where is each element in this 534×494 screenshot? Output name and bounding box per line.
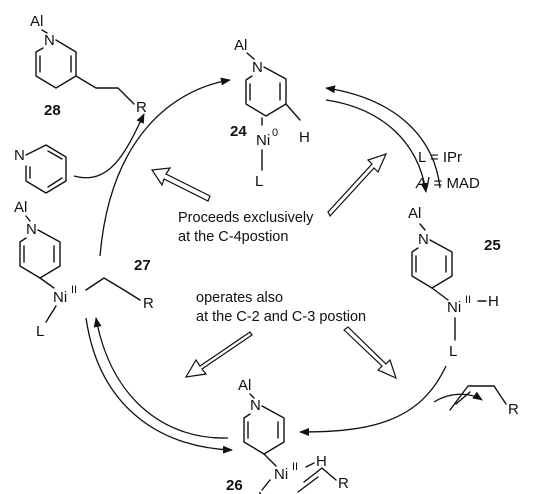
nitrogen-label: N (26, 221, 37, 238)
nickel-label: Ni (256, 132, 270, 149)
nickel-label: Ni (53, 289, 67, 306)
nitrogen-label: N (44, 32, 55, 49)
r-group-label: R (143, 295, 154, 312)
r-group-label: R (338, 475, 349, 492)
pyridine-reagent: N (14, 144, 67, 194)
compound-28: Al N R 28 (30, 13, 147, 119)
c4-selectivity-note-line1: Proceeds exclusively (178, 210, 314, 226)
oxidation-state-ii: II (71, 284, 77, 296)
hollow-arrow (327, 153, 388, 218)
ligand-label: L (449, 343, 457, 360)
nitrogen-label: N (418, 231, 429, 248)
compound-24: Al N H Ni 0 L 24 (230, 37, 310, 190)
regioselectivity-notes: Proceeds exclusively at the C-4postion o… (178, 210, 366, 325)
compound-27: Al N Ni II R L 27 (14, 199, 154, 340)
r-group-label: R (136, 99, 147, 116)
hollow-arrow (343, 326, 397, 380)
r-group-label: R (508, 401, 519, 418)
al-label: Al (408, 205, 421, 222)
hydrogen-label: H (488, 293, 499, 310)
cycle-arrows (73, 77, 483, 454)
c4-selectivity-note-line2: at the C-4postion (178, 229, 288, 245)
ligand-label: I (258, 489, 262, 494)
ligand-definition: L = IPr (418, 149, 462, 166)
hydrogen-label: H (316, 453, 327, 470)
compound-number-26: 26 (226, 477, 243, 494)
nickel-label: Ni (274, 466, 288, 483)
ligand-label: L (36, 323, 44, 340)
compound-number-28: 28 (44, 102, 61, 119)
nickel-label: Ni (447, 299, 461, 316)
hollow-arrows (150, 153, 397, 380)
al-label: Al (30, 13, 43, 30)
c2-c3-note-line2: at the C-2 and C-3 postion (196, 309, 366, 325)
compound-number-25: 25 (484, 237, 501, 254)
oxidation-state-ii: II (292, 461, 298, 473)
alkene-reagent: R (449, 385, 519, 418)
oxidation-state-0: 0 (272, 127, 278, 139)
nitrogen-label: N (250, 397, 261, 414)
hollow-arrow (150, 167, 211, 202)
hydrogen-label: H (299, 129, 310, 146)
ligand-label: L (255, 173, 263, 190)
oxidation-state-ii: II (465, 294, 471, 306)
compound-25: Al N Ni II H L 25 (408, 205, 501, 360)
compound-number-24: 24 (230, 123, 247, 140)
nitrogen-label: N (14, 147, 25, 164)
compound-number-27: 27 (134, 257, 151, 274)
legend: L = IPr Al = MAD (415, 149, 480, 192)
al-label: Al (238, 377, 251, 394)
compound-26: Al N Ni II H I R 26 (226, 377, 349, 494)
al-label: Al (234, 37, 247, 54)
al-label: Al (14, 199, 27, 216)
hollow-arrow (184, 331, 253, 378)
c2-c3-note-line1: operates also (196, 290, 283, 306)
nitrogen-label: N (252, 59, 263, 76)
